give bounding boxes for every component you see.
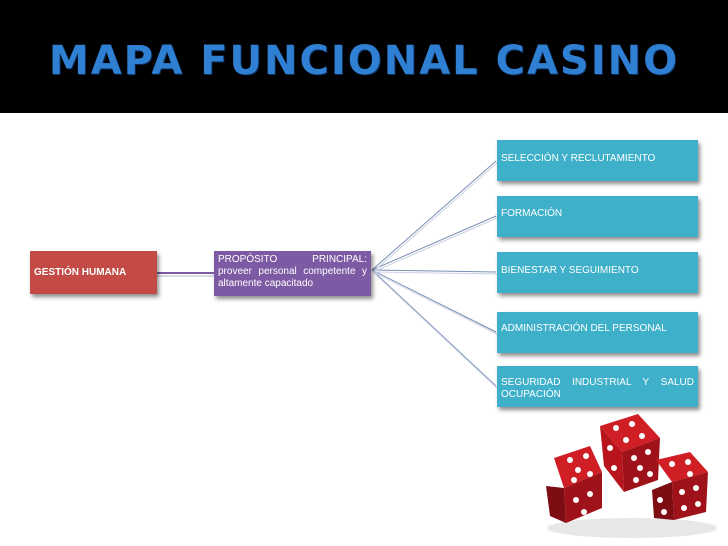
function-node-5: SEGURIDAD INDUSTRIAL Y SALUD OCUPACIÓN bbox=[497, 366, 698, 407]
connector-function-2 bbox=[371, 215, 497, 271]
connector-function-5 bbox=[371, 269, 497, 387]
root-node-box: GESTIÓN HUMANA bbox=[30, 251, 157, 294]
connector-function-1 bbox=[371, 160, 497, 271]
dice-icon bbox=[546, 414, 717, 538]
purpose-node-box: PROPÓSITO PRINCIPAL: proveer personal co… bbox=[214, 251, 371, 296]
function-node-3: BIENESTAR Y SEGUIMIENTO bbox=[497, 252, 698, 293]
function-node-1: SELECCIÓN Y RECLUTAMIENTO bbox=[497, 140, 698, 181]
function-node-2: FORMACIÓN bbox=[497, 196, 698, 237]
connector-function-4 bbox=[371, 269, 497, 333]
function-node-label: ADMINISTRACIÓN DEL PERSONAL bbox=[501, 323, 667, 334]
connector-function-3 bbox=[371, 269, 497, 273]
header-bar: MAPA FUNCIONAL CASINO bbox=[0, 0, 728, 113]
function-node-label: BIENESTAR Y SEGUIMIENTO bbox=[501, 265, 639, 276]
function-node-4: ADMINISTRACIÓN DEL PERSONAL bbox=[497, 312, 698, 353]
purpose-node-label: PROPÓSITO PRINCIPAL: proveer personal co… bbox=[218, 254, 367, 289]
root-node-label: GESTIÓN HUMANA bbox=[34, 266, 127, 278]
function-node-label: FORMACIÓN bbox=[501, 208, 563, 219]
page-title: MAPA FUNCIONAL CASINO bbox=[48, 38, 680, 84]
function-node-label: SELECCIÓN Y RECLUTAMIENTO bbox=[501, 153, 656, 164]
function-node-label: SEGURIDAD INDUSTRIAL Y SALUD OCUPACIÓN bbox=[501, 377, 694, 400]
